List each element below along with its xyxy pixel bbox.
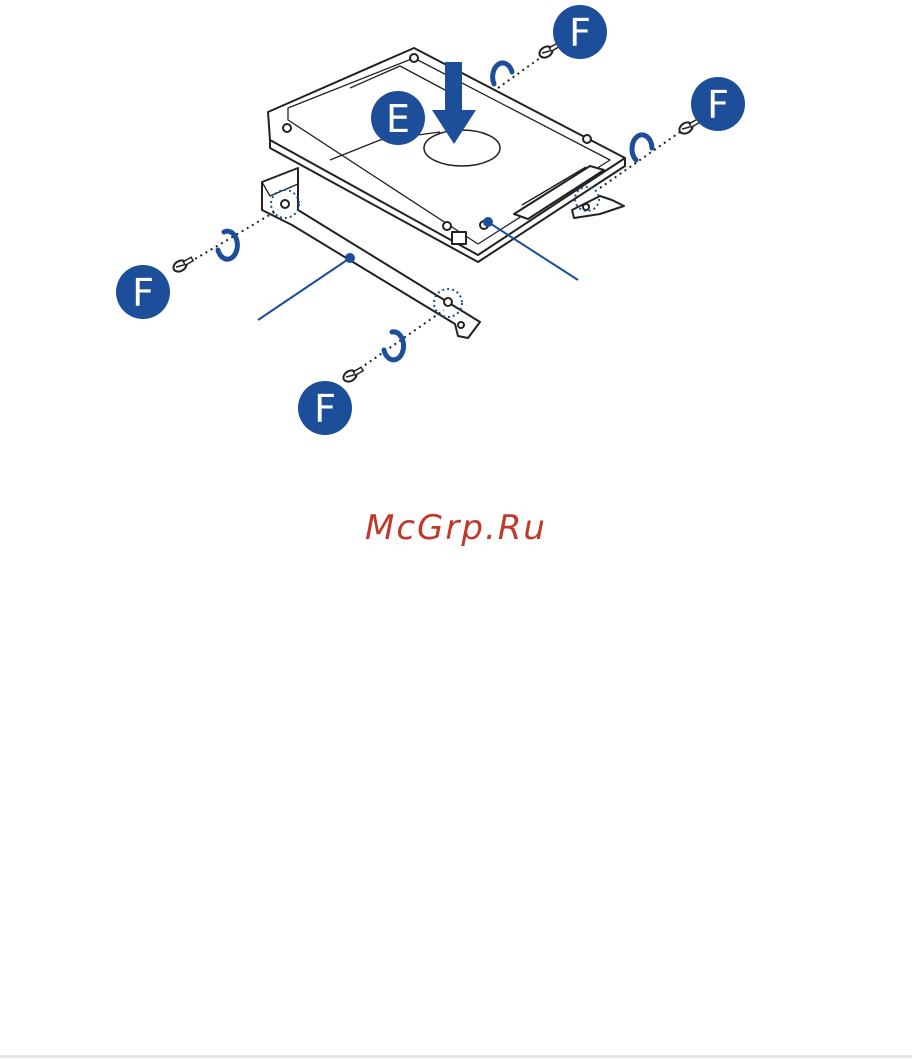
svg-text:E: E <box>386 97 410 141</box>
step-badge-f-3: F <box>116 265 170 319</box>
hdd-bracket-diagram: E F F F F <box>0 0 912 480</box>
svg-text:F: F <box>569 11 591 55</box>
screw-2 <box>341 365 364 384</box>
step-badge-f-1: F <box>553 5 607 59</box>
screw-1 <box>171 255 194 274</box>
step-badge-f-4: F <box>298 381 352 435</box>
watermark: McGrp.Ru <box>0 508 912 548</box>
step-badge-f-2: F <box>691 77 745 131</box>
step-badge-e: E <box>371 91 425 145</box>
svg-text:F: F <box>132 271 154 315</box>
svg-text:F: F <box>707 83 729 127</box>
svg-text:F: F <box>314 387 336 431</box>
page-divider <box>0 1055 912 1058</box>
